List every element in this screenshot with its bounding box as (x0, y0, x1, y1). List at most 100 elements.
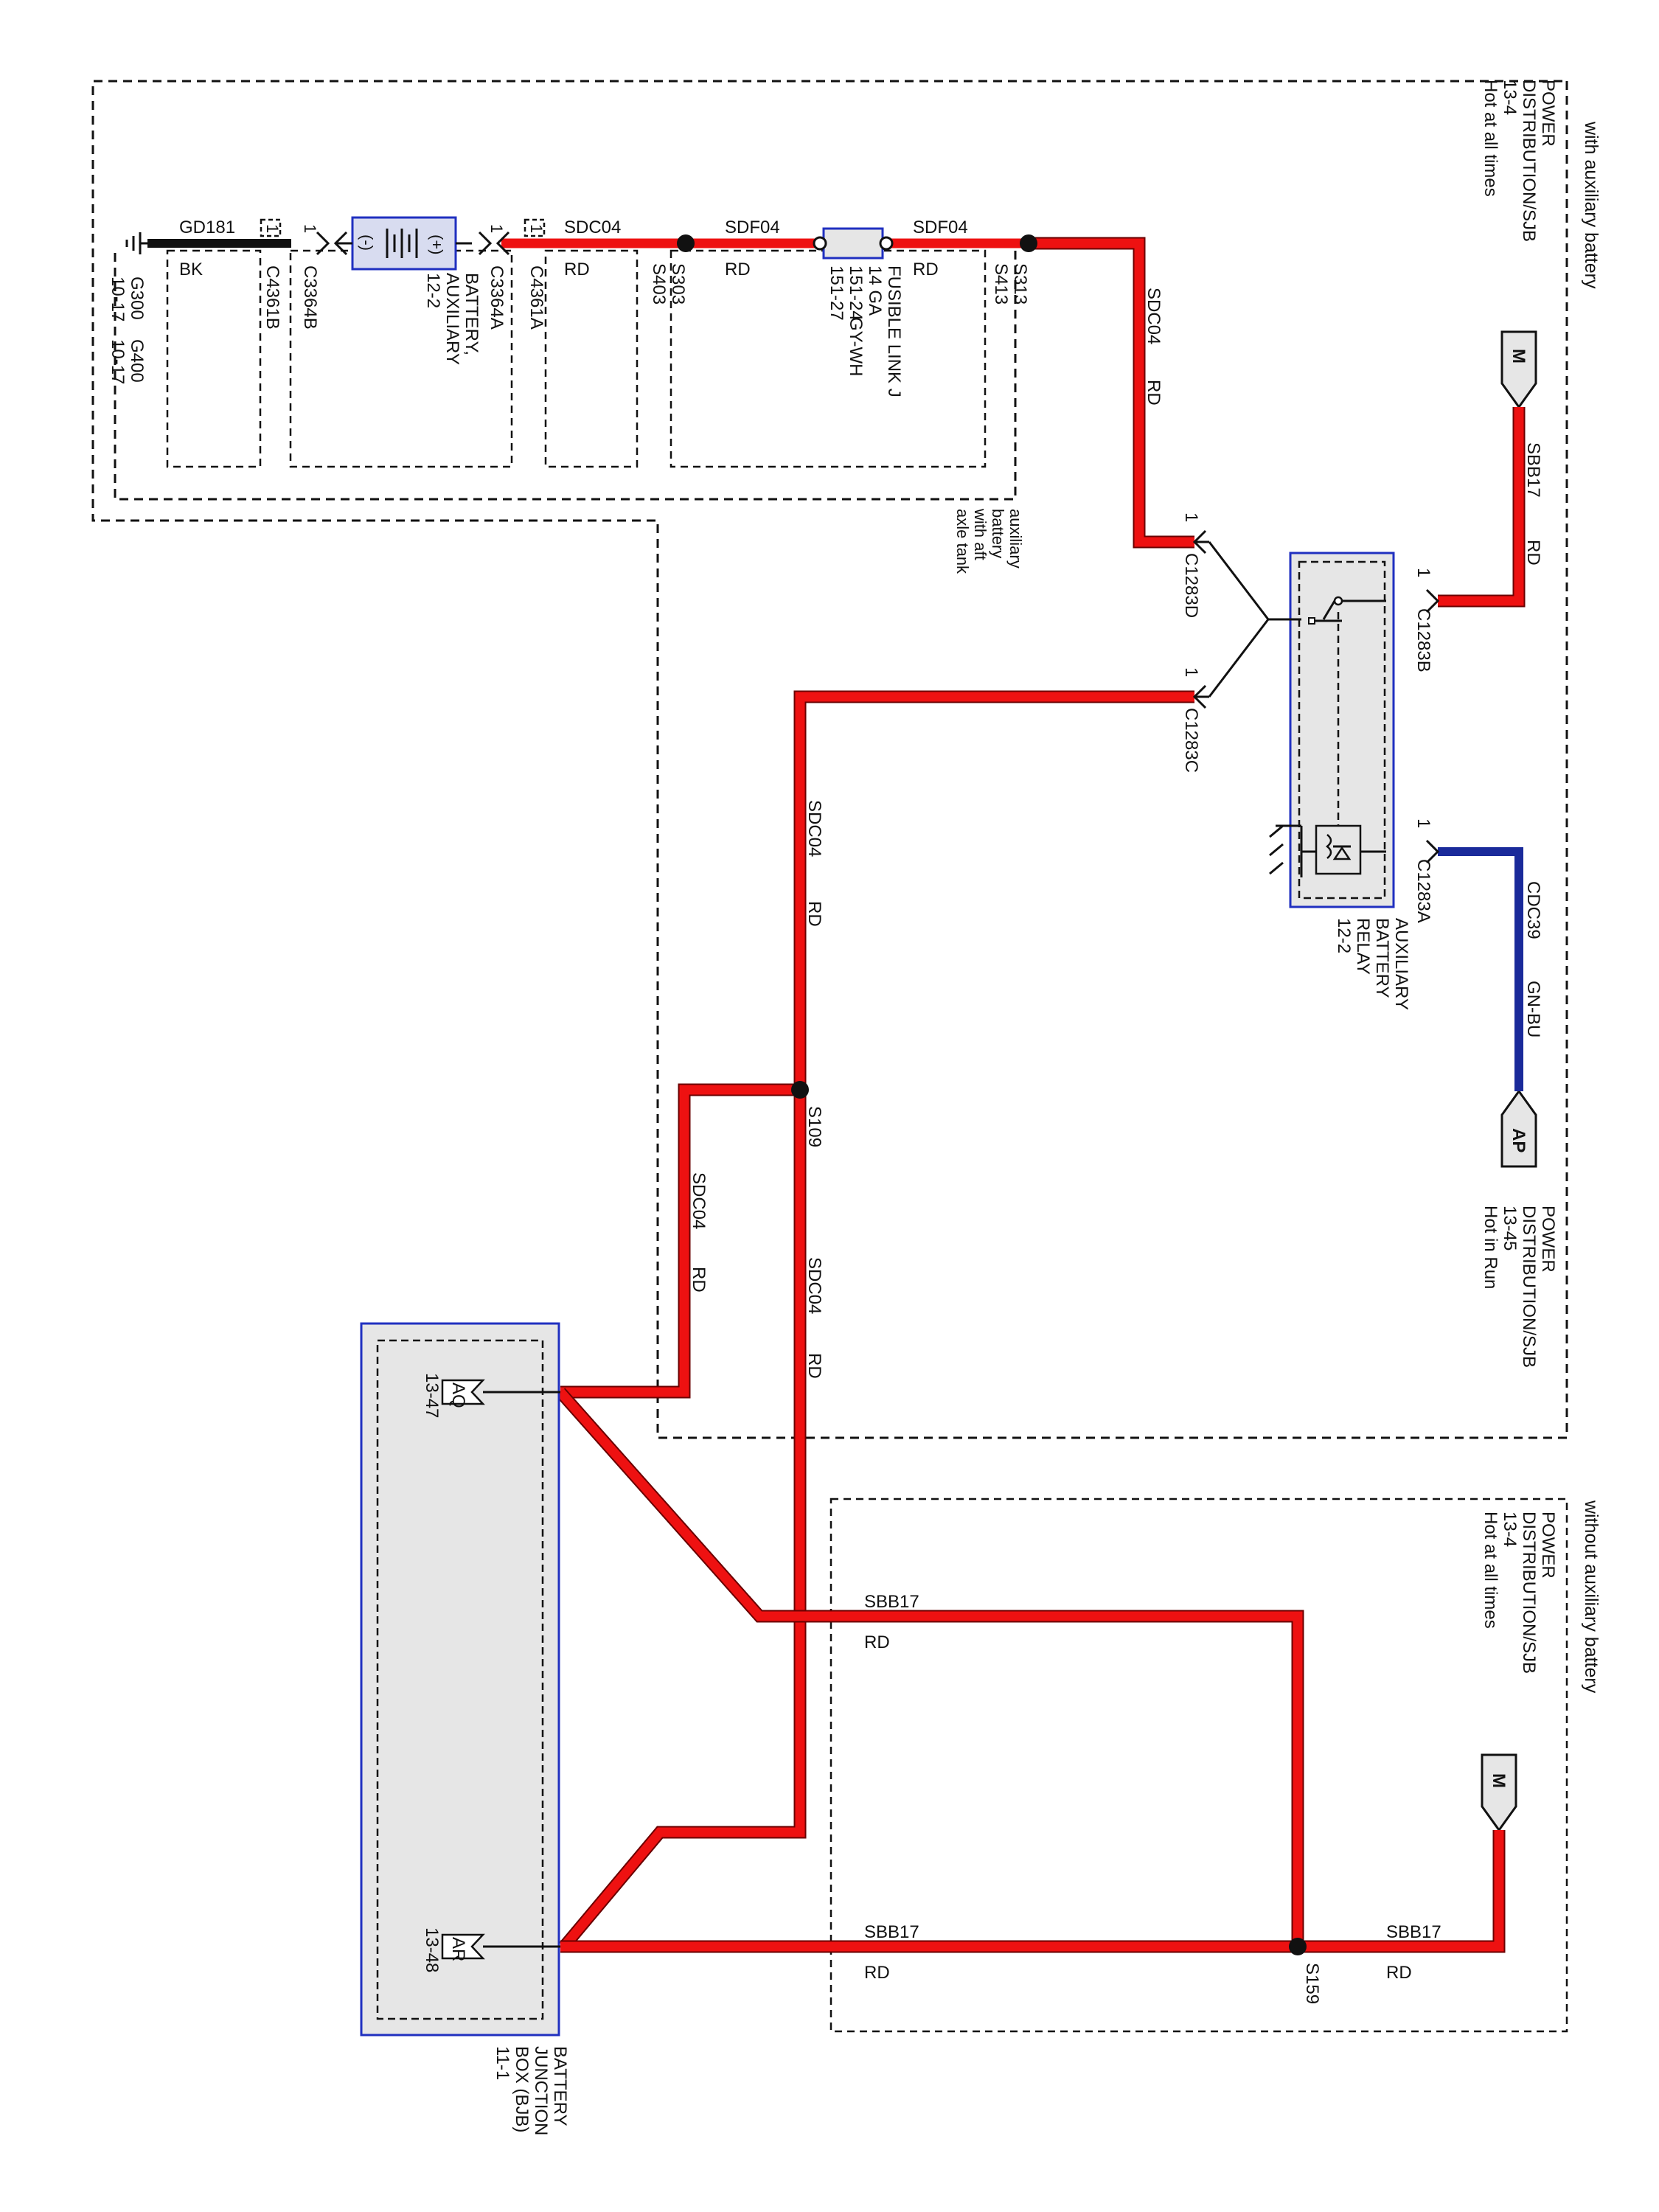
svg-text:POWER: POWER (1538, 1206, 1558, 1273)
svg-text:11-1: 11-1 (493, 2046, 512, 2080)
ground-subbox (166, 249, 262, 468)
pin-m-top-flag: M (1500, 330, 1537, 409)
wire-cdc39 (1438, 847, 1523, 1091)
splice-s313-dot (1020, 234, 1037, 252)
pin-m-bottom-flag: M (1481, 1753, 1517, 1832)
splice-s303: S303 (668, 263, 688, 305)
relay-pin-d: 1 (1181, 512, 1201, 522)
ground-symbol (125, 232, 147, 254)
svg-text:battery: battery (989, 509, 1007, 558)
sdc04-batt-label: SDC04 (564, 218, 621, 237)
sdc04-main-color: RD (804, 1353, 824, 1379)
svg-text:BATTERY: BATTERY (550, 2046, 570, 2126)
splice-s109-dot (791, 1081, 809, 1099)
svg-text:151-24: 151-24 (846, 265, 866, 321)
gd181-label: GD181 (179, 218, 235, 237)
aux-battery: (-) (+) (335, 216, 472, 271)
fusible-link-label: FUSIBLE LINK J 14 GA GY-WH 151-24 151-27 (827, 265, 904, 397)
bjb-page-aq: 13-47 (422, 1373, 442, 1418)
relay-conn-d: C1283D (1181, 553, 1201, 618)
fusible-link-j (813, 227, 894, 260)
sdf04-right-color: RD (913, 260, 939, 279)
with-aux-zone-label: with auxiliary battery (1581, 121, 1601, 289)
svg-text:Hot in Run: Hot in Run (1481, 1206, 1500, 1289)
relay-connector-glyphs (1192, 529, 1440, 864)
svg-text:axle tank: axle tank (953, 509, 972, 574)
svg-text:M: M (1509, 349, 1528, 364)
cdc39-color: GN-BU (1523, 981, 1543, 1037)
svg-text:with aft: with aft (971, 508, 990, 560)
relay-conn-b: C1283B (1413, 608, 1433, 672)
aux-battery-label: BATTERY, AUXILIARY 12-2 (423, 273, 481, 365)
connector-c4361a: C4361A (526, 265, 546, 330)
svg-text:Hot at all times: Hot at all times (1481, 1512, 1500, 1629)
svg-text:Hot at all times: Hot at all times (1481, 80, 1500, 197)
svg-text:JUNCTION: JUNCTION (531, 2046, 551, 2135)
svg-text:12-2: 12-2 (423, 273, 443, 308)
svg-text:DISTRIBUTION/SJB: DISTRIBUTION/SJB (1519, 80, 1539, 242)
battery-junction-box (360, 1322, 560, 2037)
aux-battery-relay-label: AUXILIARY BATTERY RELAY 12-2 (1334, 918, 1411, 1010)
c4361a-pin: 1 (527, 224, 546, 233)
svg-text:GY-WH: GY-WH (846, 317, 866, 376)
svg-text:DISTRIBUTION/SJB: DISTRIBUTION/SJB (1519, 1206, 1539, 1368)
svg-text:BATTERY,: BATTERY, (462, 273, 481, 355)
svg-text:AUXILIARY: AUXILIARY (442, 273, 462, 365)
svg-text:POWER: POWER (1538, 1512, 1558, 1579)
cdc39-label: CDC39 (1523, 881, 1543, 939)
wire-sbb17-s159-branch (557, 1388, 1303, 1947)
svg-text:13-4: 13-4 (1500, 80, 1520, 115)
ground-g400-page: 10-17 (108, 339, 128, 384)
svg-text:FUSIBLE LINK J: FUSIBLE LINK J (884, 265, 904, 397)
svg-text:BATTERY: BATTERY (1372, 918, 1392, 998)
splice-s413: S413 (991, 263, 1011, 305)
svg-text:12-2: 12-2 (1334, 918, 1354, 953)
sdf04-right-label: SDF04 (913, 218, 968, 237)
aft-axle-label: auxiliary battery with aft axle tank (953, 508, 1025, 574)
aft-axle-tank-zone (114, 251, 1017, 501)
sbb17-top-color: RD (1523, 540, 1543, 566)
sdc04-s109-branch-color: RD (689, 1267, 709, 1293)
wire-sdc04-s109-branch (560, 1085, 800, 1397)
splice-s403: S403 (649, 263, 669, 305)
sdc04-relay-d-color: RD (1144, 380, 1164, 406)
battery-connector-glyphs (260, 218, 546, 256)
svg-text:POWER: POWER (1538, 80, 1558, 147)
sbb17-right-label: SBB17 (1386, 1922, 1441, 1942)
bjb-label: BATTERY JUNCTION BOX (BJB) 11-1 (493, 2046, 570, 2135)
c3364a-pin: 1 (487, 224, 506, 233)
battery-subbox (289, 249, 513, 468)
battery-minus: (-) (358, 234, 376, 251)
with-aux-battery-zone (91, 80, 1568, 1439)
svg-text:M: M (1489, 1773, 1509, 1788)
sbb17-low-color: RD (864, 1963, 890, 1983)
splice-s313: S313 (1010, 263, 1030, 305)
relay-pin-a: 1 (1413, 818, 1433, 828)
relay-pin-c: 1 (1181, 667, 1201, 677)
sdc04-s109-branch-label: SDC04 (689, 1172, 709, 1229)
ground-g300-page: 10-17 (108, 276, 128, 321)
wire-sbb17-bottom (560, 1830, 1504, 1952)
relay-conn-a: C1283A (1413, 859, 1433, 923)
without-aux-zone-label: without auxiliary battery (1581, 1500, 1601, 1694)
source-ap-label: POWER DISTRIBUTION/SJB 13-45 Hot in Run (1481, 1206, 1558, 1368)
bjb-page-ar: 13-48 (422, 1927, 442, 1972)
relay-pin-b: 1 (1413, 568, 1433, 577)
s303-subbox (544, 249, 639, 468)
sbb17-mid-color: RD (864, 1632, 890, 1652)
sdf04-left-color: RD (725, 260, 751, 279)
bjb-pin-ar: AR (448, 1937, 468, 1961)
pin-ap-flag: AP (1500, 1089, 1537, 1168)
c3364b-pin: 1 (301, 224, 319, 233)
svg-text:14 GA: 14 GA (865, 265, 885, 316)
svg-text:151-27: 151-27 (827, 265, 846, 321)
connector-c4361b: C4361B (262, 265, 282, 330)
svg-text:DISTRIBUTION/SJB: DISTRIBUTION/SJB (1519, 1512, 1539, 1674)
svg-text:13-4: 13-4 (1500, 1512, 1520, 1547)
wire-sdc04-relay-c (560, 692, 1194, 1950)
svg-text:AP: AP (1509, 1128, 1528, 1152)
relay-conn-c: C1283C (1181, 708, 1201, 773)
svg-text:BOX (BJB): BOX (BJB) (512, 2046, 532, 2132)
svg-text:AUXILIARY: AUXILIARY (1391, 918, 1411, 1010)
